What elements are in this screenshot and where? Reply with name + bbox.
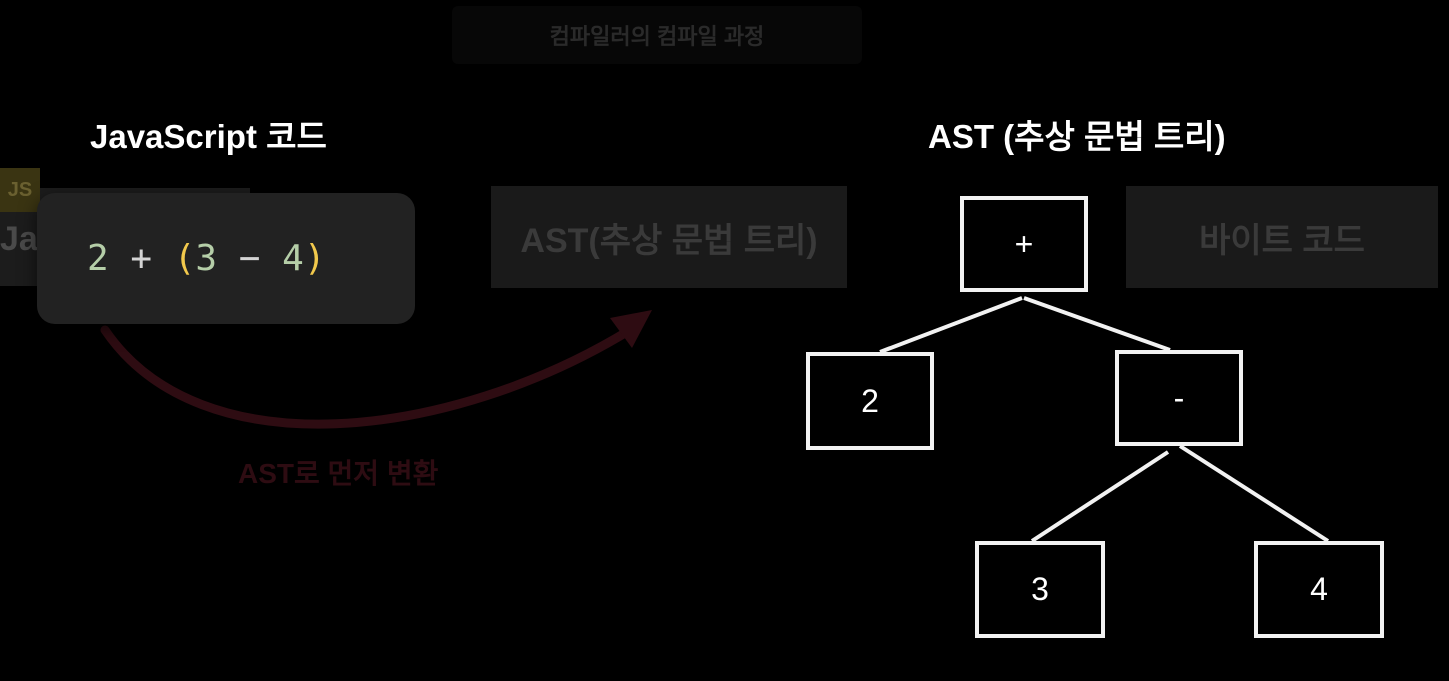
- edge-minus-left: [1030, 450, 1170, 543]
- faded-slide-title: 컴파일러의 컴파일 과정: [452, 6, 862, 64]
- ghost-js-badge: JS: [0, 168, 40, 212]
- arrow-head: [610, 310, 652, 348]
- ast-heading: AST (추상 문법 트리): [928, 118, 1226, 155]
- edge-root-left: [879, 296, 1023, 354]
- tree-node-4: 4: [1254, 541, 1384, 638]
- ghost-js-label: Ja: [0, 220, 38, 258]
- code-token-paren: (: [173, 238, 196, 279]
- code-snippet-card: 2 + (3 − 4): [37, 193, 415, 324]
- code-token-op: +: [108, 238, 174, 279]
- ghost-ast-box: AST(추상 문법 트리): [491, 186, 847, 288]
- arrow-caption: AST로 먼저 변환: [238, 458, 439, 489]
- code-token-num: 4: [282, 238, 304, 279]
- javascript-code-heading: JavaScript 코드: [90, 118, 327, 155]
- edge-minus-right: [1178, 444, 1330, 543]
- edge-root-right: [1023, 296, 1171, 352]
- ghost-bytecode-box: 바이트 코드: [1126, 186, 1438, 288]
- tree-node-3: 3: [975, 541, 1105, 638]
- code-token-num: 2: [87, 238, 109, 279]
- tree-node-2: 2: [806, 352, 934, 450]
- tree-node-plus: +: [960, 196, 1088, 292]
- code-token-paren: ): [303, 238, 326, 279]
- code-token-num: 3: [195, 238, 218, 279]
- arrow-curve: [100, 325, 635, 429]
- code-token-op: −: [217, 238, 283, 279]
- tree-node-minus: -: [1115, 350, 1243, 446]
